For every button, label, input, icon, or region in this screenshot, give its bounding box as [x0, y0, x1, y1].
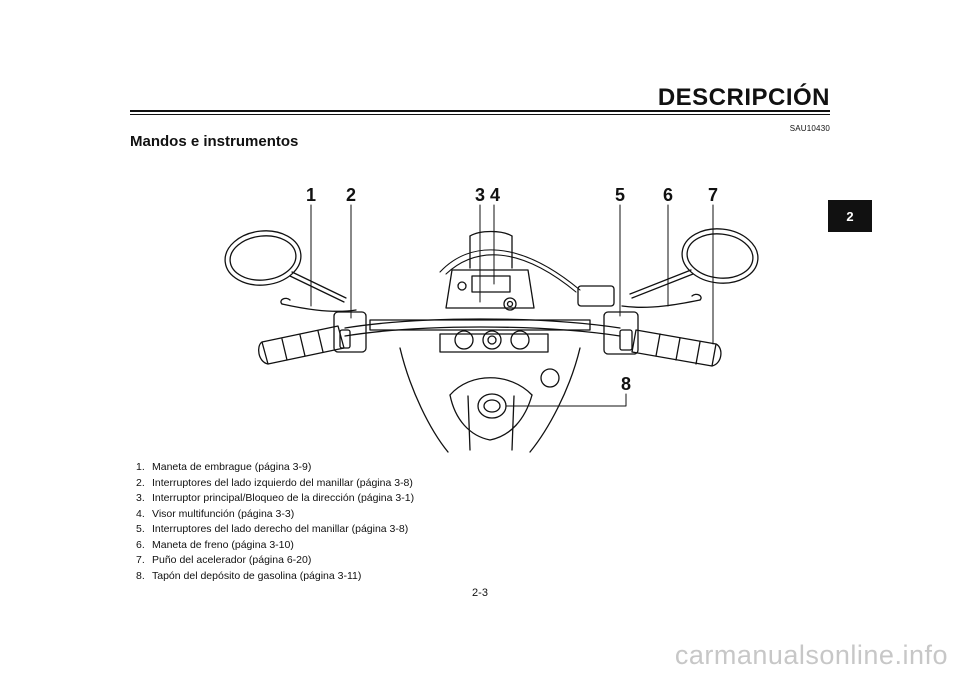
legend-item-number: 2. [136, 476, 145, 489]
callout-4: 4 [490, 185, 500, 205]
cables [439, 249, 581, 293]
legend-item-number: 8. [136, 569, 145, 582]
chapter-tab[interactable]: 2 [828, 200, 872, 232]
legend-item: 6. Maneta de freno (página 3-10) [136, 538, 414, 554]
legend-item: 2. Interruptores del lado izquierdo del m… [136, 476, 414, 492]
left-grip [257, 325, 345, 365]
tank-fitting [540, 368, 560, 388]
callout-2: 2 [346, 185, 356, 205]
header-rule-thin [130, 114, 830, 115]
leader-lines [310, 204, 714, 407]
legend-item-number: 4. [136, 507, 145, 520]
legend-item-number: 6. [136, 538, 145, 551]
left-switch-housing [333, 311, 367, 353]
legend-item-number: 5. [136, 523, 145, 535]
callout-3: 3 [475, 185, 485, 205]
callout-6: 6 [663, 185, 673, 205]
legend-item-text: Interruptor principal/Bloqueo de la dire… [152, 492, 415, 504]
legend-list: 1. Maneta de embrague (página 3-9) 2. Inte… [136, 460, 414, 584]
legend-item: 4. Visor multifunción (página 3-3) [136, 507, 414, 523]
legend-item: 8. Tapón del depósito de gasolina (página… [136, 569, 414, 585]
brake-lever [621, 293, 702, 308]
left-mirror [224, 230, 347, 303]
header-rule-thick [130, 110, 830, 112]
right-mirror [629, 228, 759, 299]
brake-fluid-reservoir [577, 285, 615, 307]
legend-item-text: Visor multifunción (página 3-3) [152, 507, 295, 520]
legend-item-number: 7. [136, 554, 145, 566]
callout-5: 5 [615, 185, 625, 205]
fuel-tank [399, 347, 581, 453]
fork-tops [439, 330, 549, 353]
legend-item: 5. Interruptores del lado derecho del man… [136, 522, 414, 538]
legend-item-text: Tapón del depósito de gasolina (página 3… [152, 569, 362, 582]
document-code: SAU10430 [789, 124, 830, 133]
fuel-tank-cap [477, 393, 507, 419]
right-grip [631, 329, 722, 367]
page-number: 2-3 [472, 587, 488, 599]
legend-item: 7. Puño del acelerador (página 6-20) [136, 553, 414, 569]
page-header-title: DESCRIPCIÓN [657, 84, 830, 111]
legend-item-text: Maneta de freno (página 3-10) [152, 538, 294, 551]
watermark: carmanualsonline.info [674, 640, 948, 670]
callout-1: 1 [306, 185, 316, 205]
callout-7: 7 [708, 185, 718, 205]
legend-item: 3. Interruptor principal/Bloqueo de la di… [136, 491, 414, 507]
handlebar [344, 318, 621, 337]
legend-item-number: 3. [136, 492, 145, 504]
legend-item-text: Maneta de embrague (página 3-9) [152, 461, 312, 473]
clutch-lever [280, 297, 357, 312]
section-title: Mandos e instrumentos [130, 133, 299, 150]
legend-item-text: Interruptores del lado izquierdo del man… [152, 476, 413, 489]
legend-item-text: Puño del acelerador (página 6-20) [152, 554, 312, 566]
instrument-cluster [445, 230, 535, 311]
right-switch-housing [603, 311, 639, 355]
legend-item-number: 1. [136, 461, 145, 473]
legend-item-text: Interruptores del lado derecho del manil… [152, 523, 409, 535]
callout-8: 8 [621, 374, 631, 394]
legend-item: 1. Maneta de embrague (página 3-9) [136, 460, 414, 476]
